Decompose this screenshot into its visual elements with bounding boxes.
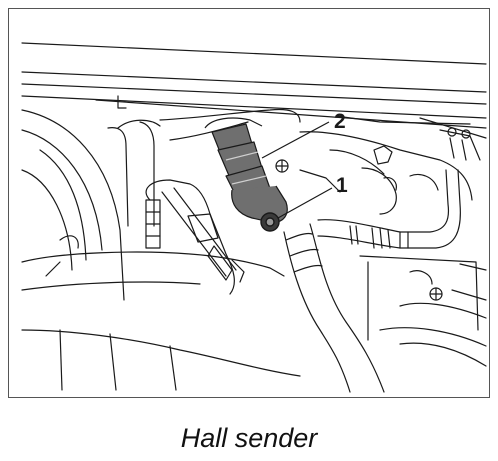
callout-2-label: 2 (334, 110, 346, 133)
callout-1-label: 1 (336, 174, 348, 197)
fixing-bolt (260, 212, 280, 232)
figure-caption: Hall sender (180, 423, 318, 453)
callout-2-leader (261, 121, 330, 159)
callout-1-leader (277, 187, 333, 219)
